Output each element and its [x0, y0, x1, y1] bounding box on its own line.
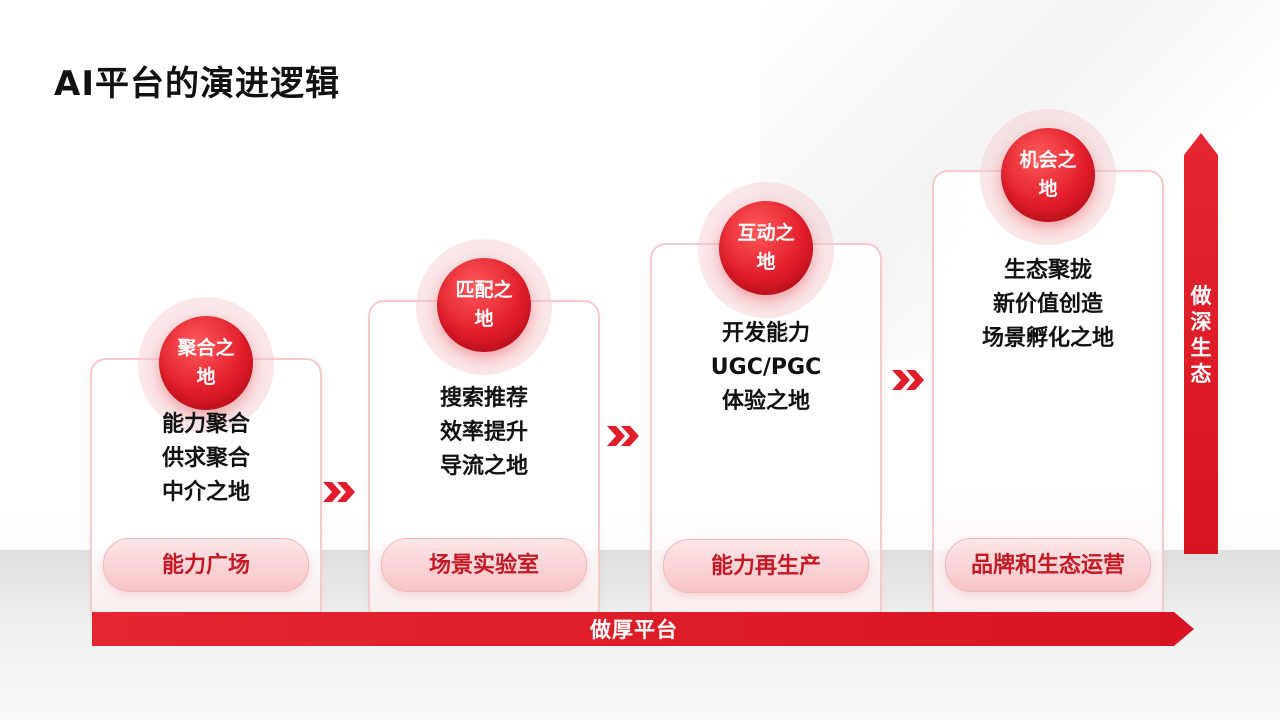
stage-badge-3: 互动之地	[719, 201, 813, 295]
stage-badge-label: 匹配之地	[455, 279, 513, 330]
stage-line: 中介之地	[161, 480, 250, 505]
stage-pill-label: 能力再生产	[710, 553, 821, 579]
double-chevron-right-icon	[892, 368, 930, 392]
stage-pill-3: 能力再生产	[663, 539, 869, 593]
stage-description-1: 能力聚合 供求聚合 中介之地	[92, 408, 320, 510]
stage-line: 场景孵化之地	[981, 326, 1114, 351]
page-title: AI平台的演进逻辑	[54, 64, 340, 104]
stage-pill-2: 场景实验室	[381, 538, 587, 592]
stage-line: 开发能力	[721, 321, 810, 346]
stage-line: UGC/PGC	[710, 355, 822, 380]
stage-pill-1: 能力广场	[103, 538, 309, 592]
base-arrow-label: 做厚平台	[590, 618, 678, 642]
stage-pill-label: 场景实验室	[428, 552, 539, 578]
stage-badge-1: 聚合之地	[159, 316, 253, 410]
double-chevron-right-icon	[607, 424, 645, 448]
stage-card-1: 聚合之地 能力聚合 供求聚合 中介之地 能力广场	[90, 297, 322, 624]
stage-card-3: 互动之地 开发能力 UGC/PGC 体验之地 能力再生产	[650, 182, 882, 624]
arrow-up-icon	[1184, 133, 1218, 554]
stage-badge-label: 互动之地	[737, 222, 795, 273]
base-arrow: 做厚平台	[92, 612, 1194, 646]
stage-pill-label: 能力广场	[161, 552, 250, 578]
stage-badge-4: 机会之地	[1001, 128, 1095, 222]
stage-description-2: 搜索推荐 效率提升 导流之地	[370, 382, 598, 484]
stage-line: 效率提升	[439, 420, 528, 445]
double-chevron-right-icon	[323, 480, 361, 504]
stage-line: 生态聚拢	[1003, 258, 1092, 283]
stage-line: 供求聚合	[161, 446, 250, 471]
stage-card-4: 机会之地 生态聚拢 新价值创造 场景孵化之地 品牌和生态运营	[932, 109, 1164, 624]
vertical-arrow-label: 做深生态	[1190, 284, 1212, 386]
stage-pill-label: 品牌和生态运营	[970, 552, 1125, 578]
stage-line: 导流之地	[439, 454, 528, 479]
stage-pill-4: 品牌和生态运营	[945, 538, 1151, 592]
stage-description-4: 生态聚拢 新价值创造 场景孵化之地	[934, 254, 1162, 356]
stage-line: 体验之地	[721, 389, 810, 414]
stage-badge-label: 机会之地	[1019, 149, 1077, 200]
stage-line: 能力聚合	[161, 412, 250, 437]
stage-badge-2: 匹配之地	[437, 258, 531, 352]
stage-line: 搜索推荐	[439, 386, 528, 411]
stage-description-3: 开发能力 UGC/PGC 体验之地	[652, 317, 880, 419]
stage-badge-label: 聚合之地	[177, 337, 235, 388]
arrow-right-icon	[92, 612, 1194, 646]
vertical-arrow: 做深生态	[1184, 133, 1218, 554]
stage-line: 新价值创造	[992, 292, 1103, 317]
stage-card-2: 匹配之地 搜索推荐 效率提升 导流之地 场景实验室	[368, 239, 600, 624]
